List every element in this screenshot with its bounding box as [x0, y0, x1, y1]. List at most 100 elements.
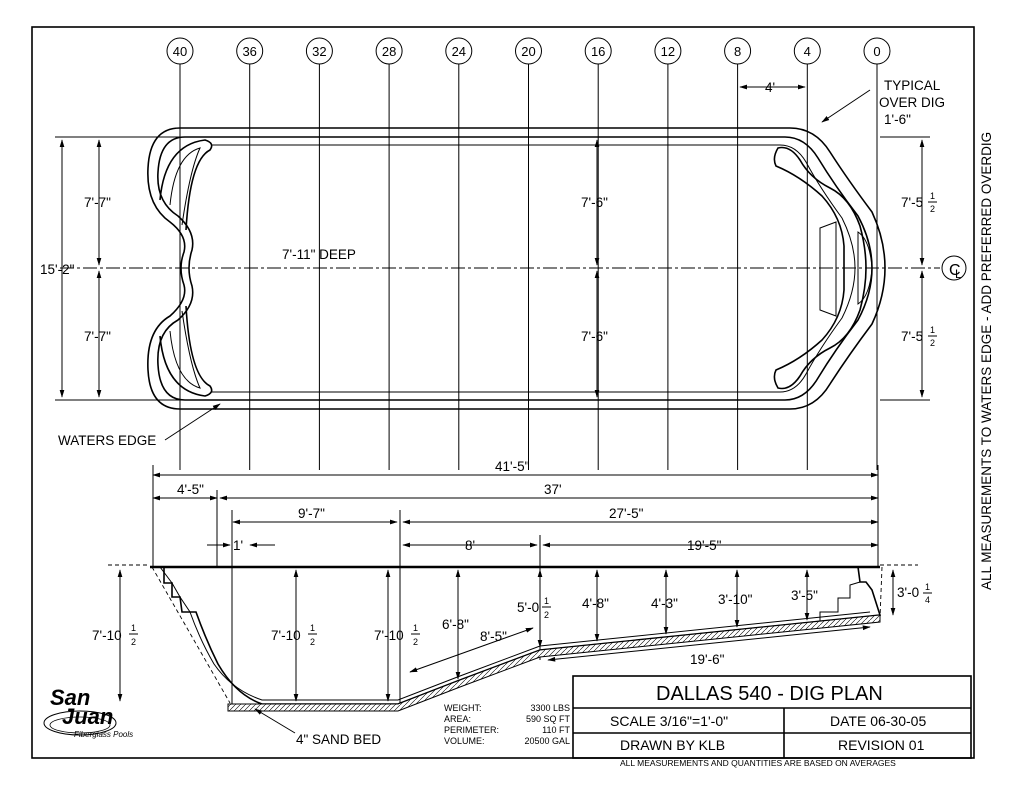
svg-text:3'-0: 3'-0 [897, 585, 919, 600]
san-juan-logo: San Juan Fiberglass Pools [43, 685, 133, 739]
station-label-12: 12 [661, 44, 675, 59]
svg-text:7'-10: 7'-10 [92, 628, 122, 643]
dim-left-half-top: 7'-7" [84, 195, 111, 210]
svg-text:7'-10: 7'-10 [374, 628, 404, 643]
dim-depth-5-0: 5'-0 1 2 [517, 596, 551, 620]
station-marker-16 [584, 37, 612, 65]
dim-depth-mid: 7'-10 1 2 [271, 623, 317, 647]
station-marker-32 [305, 37, 333, 65]
scale: SCALE 3/16"=1'-0" [610, 713, 728, 729]
station-label-16: 16 [591, 44, 605, 59]
left-bench-top [159, 139, 213, 231]
svg-text:2: 2 [131, 637, 136, 647]
station-label-0: 0 [873, 44, 880, 59]
centerline-symbol [941, 255, 967, 281]
dim-37: 37' [544, 482, 562, 497]
footer-note: ALL MEASUREMENTS AND QUANTITIES ARE BASE… [620, 758, 896, 768]
revision: REVISION 01 [838, 737, 925, 753]
svg-text:1: 1 [930, 191, 935, 201]
dim-depth-left: 7'-10 1 2 [92, 623, 138, 647]
dim-1: 1' [233, 538, 243, 553]
svg-text:4: 4 [925, 595, 930, 605]
right-steps [773, 146, 867, 390]
station-marker-40 [166, 37, 194, 65]
dim-27-5: 27'-5" [609, 506, 644, 521]
dim-4-5: 4'-5" [177, 482, 204, 497]
overdig-label-line2: OVER DIG [879, 95, 945, 110]
station-label-36: 36 [242, 44, 256, 59]
svg-text:1: 1 [925, 582, 930, 592]
station-label-8: 8 [734, 44, 741, 59]
dim-mid-half-top: 7'-6" [581, 195, 608, 210]
station-label-32: 32 [312, 44, 326, 59]
svg-text:2: 2 [544, 610, 549, 620]
svg-text:Juan: Juan [62, 704, 113, 729]
dim-depth-6-8: 6'-8" [442, 617, 469, 632]
station-marker-12 [654, 37, 682, 65]
station-label-4: 4 [804, 44, 811, 59]
dim-station-spacing: 4' [765, 80, 775, 95]
svg-text:2: 2 [413, 637, 418, 647]
cl-symbol-l: L [955, 267, 962, 281]
station-marker-20 [515, 37, 542, 65]
svg-text:2: 2 [930, 204, 935, 214]
spec-label: PERIMETER: [444, 725, 499, 735]
station-label-40: 40 [173, 44, 187, 59]
spec-value: 110 FT [542, 725, 570, 735]
dim-19-5: 19'-5" [687, 538, 722, 553]
svg-text:2: 2 [310, 637, 315, 647]
dim-depth-3-5: 3'-5" [791, 588, 818, 603]
station-label-28: 28 [382, 44, 396, 59]
sand-bed [227, 614, 881, 712]
dim-left-half-bottom: 7'-7" [84, 329, 111, 344]
spec-value: 3300 LBS [530, 703, 570, 713]
svg-text:2: 2 [930, 338, 935, 348]
dim-right-half-top: 7'-5 1 2 [901, 191, 937, 214]
cl-symbol-c: C [949, 262, 961, 279]
dim-slope-8-5: 8'-5" [480, 629, 507, 644]
dim-depth-3-0: 3'-0 1 4 [897, 582, 932, 605]
dim-depth-3-10: 3'-10" [718, 592, 753, 607]
dim-depth-4-3: 4'-3" [651, 596, 678, 611]
svg-text:7'-10: 7'-10 [271, 628, 301, 643]
overdig-label-line1: TYPICAL [884, 78, 941, 93]
dim-mid-half-bottom: 7'-6" [581, 329, 608, 344]
dim-overall-length: 41'-5" [495, 459, 530, 474]
svg-text:San: San [50, 685, 90, 710]
left-bench-bottom [159, 305, 213, 397]
dim-depth-4-8: 4'-8" [582, 596, 609, 611]
svg-text:1: 1 [413, 623, 418, 633]
svg-text:1: 1 [131, 623, 136, 633]
svg-text:7'-5: 7'-5 [901, 329, 923, 344]
station-marker-28 [375, 37, 403, 65]
dim-right-half-bottom: 7'-5 1 2 [901, 325, 937, 348]
dim-overall-width: 15'-2" [40, 262, 75, 277]
station-marker-24 [445, 37, 473, 65]
station-marker-4 [793, 37, 821, 65]
station-marker-8 [724, 37, 752, 65]
label-deep: 7'-11" DEEP [282, 247, 356, 262]
station-label-24: 24 [452, 44, 466, 59]
station-marker-36 [236, 37, 264, 65]
label-sand-bed: 4" SAND BED [296, 732, 381, 747]
svg-text:1: 1 [310, 623, 315, 633]
dim-depth-mid2: 7'-10 1 2 [374, 623, 420, 647]
svg-text:1: 1 [930, 325, 935, 335]
label-waters-edge: WATERS EDGE [58, 433, 156, 448]
svg-text:7'-5: 7'-5 [901, 195, 923, 210]
dim-9-7: 9'-7" [298, 506, 325, 521]
spec-value: 590 SQ FT [526, 714, 571, 724]
sheet-border [31, 26, 975, 759]
date: DATE 06-30-05 [830, 713, 926, 729]
profile-view: 41'-5" 4'-5" 37' 9'-7" 27'-5" 1' 8' 19'-… [92, 459, 932, 747]
plan-view: C L 15'-2" 7'-7" 7'-7" 7'-6" 7'-6" 7'-11… [40, 37, 967, 470]
waters-edge-line [157, 136, 873, 401]
spec-label: VOLUME: [444, 736, 485, 746]
svg-text:1: 1 [544, 596, 549, 606]
spec-value: 20500 GAL [524, 736, 570, 746]
overdig-label-line3: 1'-6" [884, 112, 911, 127]
drawn-by: DRAWN BY KLB [620, 737, 725, 753]
svg-text:Fiberglass Pools: Fiberglass Pools [74, 730, 133, 739]
